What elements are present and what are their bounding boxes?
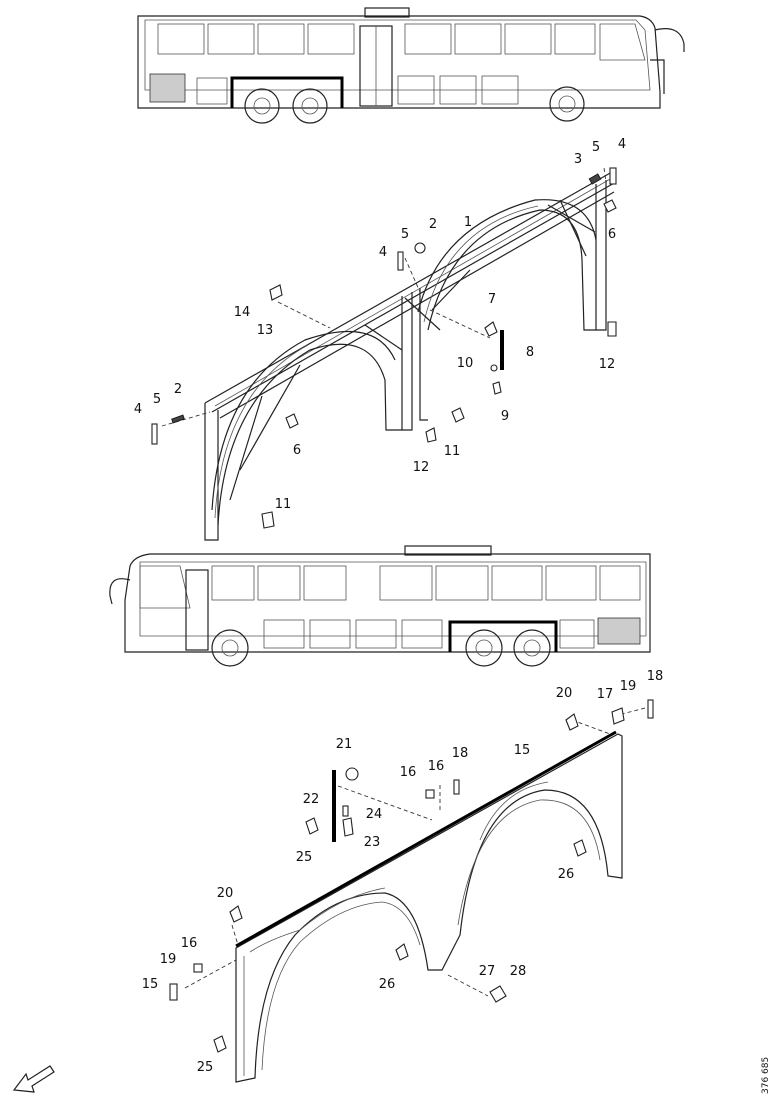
callout-label-u10: 10 [457, 356, 474, 371]
callout-label-u13: 13 [257, 323, 274, 338]
callout-label-u4b: 4 [379, 245, 387, 260]
callout-label-l20a: 20 [556, 686, 573, 701]
callout-label-l25b: 25 [197, 1060, 214, 1075]
callout-label-l26a: 26 [558, 867, 575, 882]
callout-label-u11b: 11 [275, 497, 292, 512]
wheel-arch-frame-assembly [161, 167, 617, 541]
callout-label-u2a: 2 [429, 217, 437, 232]
callout-label-l18b: 18 [452, 746, 469, 761]
callout-label-u4a: 4 [618, 137, 626, 152]
callout-label-u12b: 12 [413, 460, 430, 475]
callout-label-l16a: 16 [400, 765, 417, 780]
front-direction-arrow-icon [12, 1065, 55, 1093]
callout-label-u12a: 12 [599, 357, 616, 372]
callout-label-l26b: 26 [379, 977, 396, 992]
callout-label-l16b: 16 [428, 759, 445, 774]
callout-label-l17: 17 [597, 687, 614, 702]
fastener-hardware-upper [151, 167, 617, 529]
callout-label-l27: 27 [479, 964, 496, 979]
callout-label-u7: 7 [488, 292, 496, 307]
callout-label-l18a: 18 [647, 669, 664, 684]
callout-label-u6b: 6 [293, 443, 301, 458]
callout-label-u11a: 11 [444, 444, 461, 459]
callout-label-u4c: 4 [134, 402, 142, 417]
callout-label-u9: 9 [501, 409, 509, 424]
bus-side-view-top [137, 7, 685, 124]
callout-label-l15: 15 [514, 743, 531, 758]
callout-label-u14: 14 [234, 305, 251, 320]
callout-label-u2b: 2 [174, 382, 182, 397]
callout-label-l15b: 15 [142, 977, 159, 992]
callout-label-l24: 24 [366, 807, 383, 822]
callout-label-l28: 28 [510, 964, 527, 979]
callout-label-u5b: 5 [401, 227, 409, 242]
document-number: 376 685 [761, 1057, 771, 1094]
callout-label-u1: 1 [464, 215, 472, 230]
callout-label-u5a: 5 [592, 140, 600, 155]
callout-label-l19a: 19 [620, 679, 637, 694]
callout-label-u3: 3 [574, 152, 582, 167]
callout-label-l20b: 20 [217, 886, 234, 901]
fastener-hardware-lower [169, 699, 654, 1053]
callout-label-l22: 22 [303, 792, 320, 807]
callout-label-l25a: 25 [296, 850, 313, 865]
bus-side-view-middle [109, 545, 651, 667]
callout-label-l21: 21 [336, 737, 353, 752]
callout-label-l23: 23 [364, 835, 381, 850]
wheel-arch-panel-assembly [184, 707, 646, 1083]
callout-label-u5c: 5 [153, 392, 161, 407]
callout-label-u6a: 6 [608, 227, 616, 242]
callout-label-l19b: 19 [160, 952, 177, 967]
callout-label-l16c: 16 [181, 936, 198, 951]
callout-label-u8: 8 [526, 345, 534, 360]
